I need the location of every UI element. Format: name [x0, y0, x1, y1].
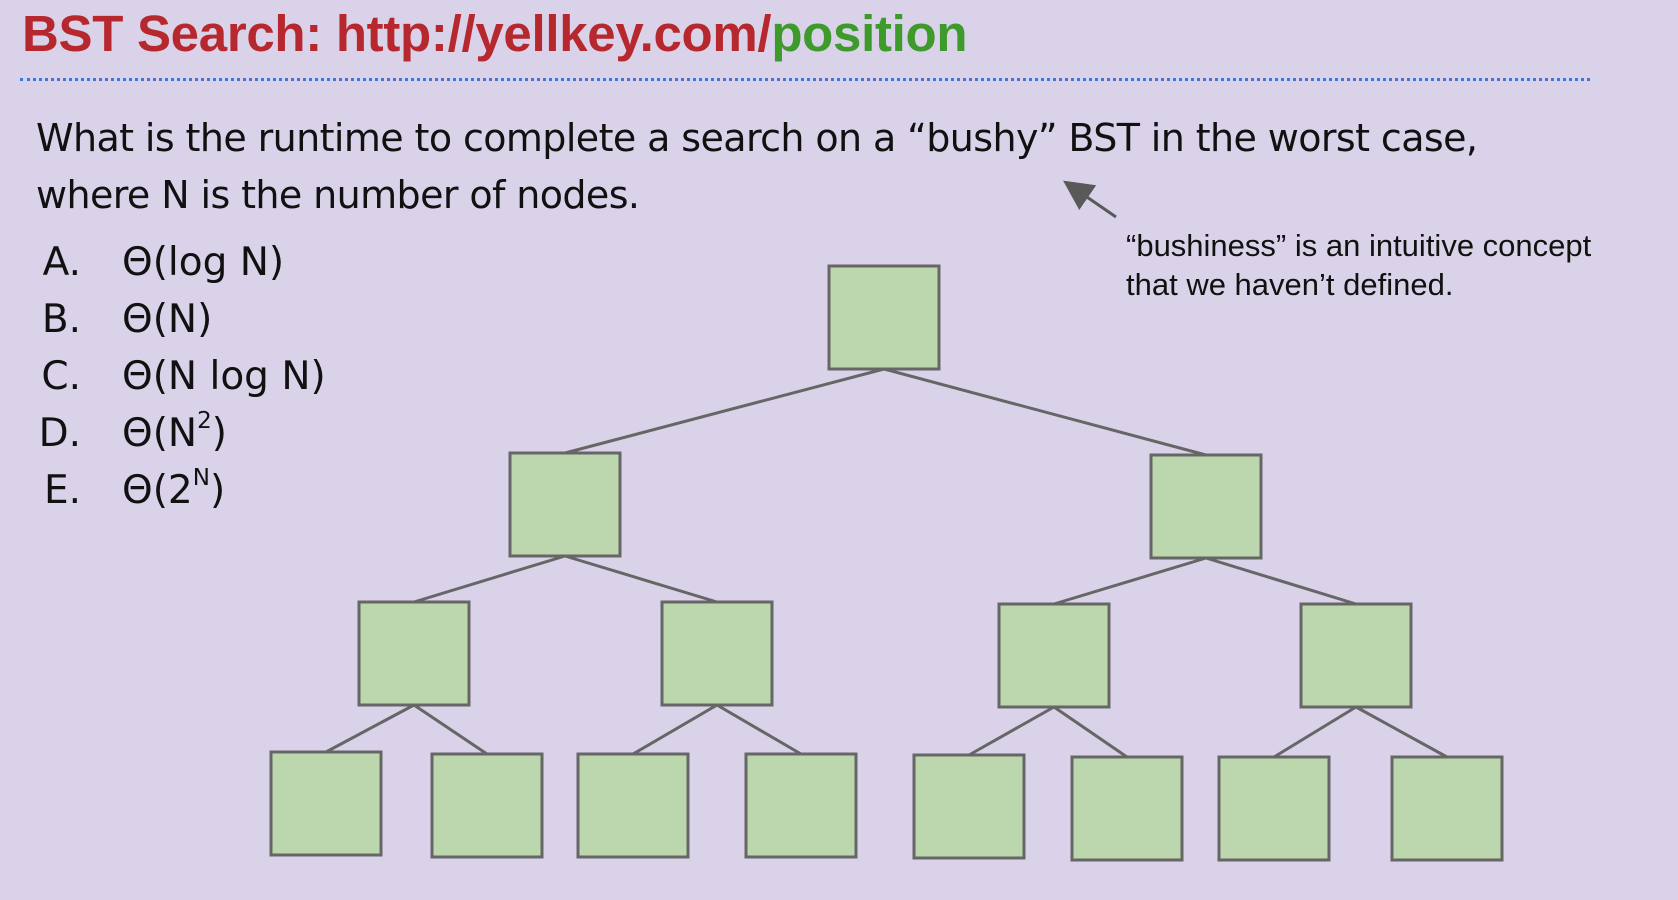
- tree-edge: [1205, 556, 1357, 606]
- tree-node: [357, 600, 471, 707]
- tree-edge: [413, 703, 488, 756]
- expression-tail: ): [211, 411, 227, 456]
- tree-node: [576, 752, 690, 859]
- expression-exponent: 2: [197, 408, 212, 434]
- tree-node: [508, 451, 622, 558]
- tree-edge: [413, 554, 566, 604]
- tree-edge: [968, 705, 1055, 757]
- choice-letter: A.: [42, 240, 81, 285]
- slide-title: BST Search: http://yellkey.com/position: [22, 4, 968, 64]
- choice-expression: Θ(N2): [122, 408, 227, 456]
- question-line-2: where N is the number of nodes.: [36, 173, 640, 217]
- choice-letter: B.: [41, 297, 81, 342]
- title-keyword: position: [771, 5, 968, 62]
- expression-tail: ): [209, 468, 226, 513]
- bushiness-note: “bushiness” is an intuitive concept that…: [1126, 226, 1591, 304]
- tree-edge: [564, 554, 718, 604]
- tree-edge: [883, 367, 1207, 457]
- tree-nodes: [269, 264, 1504, 862]
- expression-base: Θ(N: [122, 411, 198, 456]
- question-text: What is the runtime to complete a search…: [36, 110, 1478, 224]
- tree-edge: [325, 703, 415, 754]
- tree-node: [1390, 755, 1504, 862]
- question-line-1: What is the runtime to complete a search…: [36, 116, 1478, 160]
- tree-node: [269, 750, 383, 857]
- tree-node: [1299, 602, 1413, 709]
- tree-edge: [564, 367, 885, 455]
- choice-letter: D.: [38, 411, 81, 456]
- tree-node: [744, 752, 858, 859]
- tree-node: [1217, 755, 1331, 862]
- tree-node: [827, 264, 941, 371]
- note-line-1: “bushiness” is an intuitive concept: [1126, 228, 1592, 263]
- expression-exponent: N: [192, 465, 210, 491]
- note-arrow: [1063, 180, 1117, 219]
- expression-base: Θ(2: [122, 468, 193, 513]
- tree-edge: [716, 703, 802, 756]
- tree-edge: [632, 703, 718, 756]
- title-prefix: BST Search: http://yellkey.com/: [22, 5, 772, 62]
- tree-node: [660, 600, 774, 707]
- tree-node: [1070, 755, 1184, 862]
- tree-edges: [325, 367, 1448, 759]
- tree-edge: [1053, 705, 1128, 759]
- choice-expression: Θ(2N): [122, 465, 226, 513]
- note-line-2: that we haven’t defined.: [1126, 267, 1454, 302]
- tree-edge: [1053, 556, 1207, 606]
- choice-expression: Θ(log N): [122, 240, 285, 285]
- title-divider: [20, 78, 1590, 81]
- tree-edge: [1273, 705, 1357, 759]
- tree-node: [912, 753, 1026, 860]
- tree-edge: [1355, 705, 1448, 759]
- choice-letter: E.: [43, 468, 81, 513]
- tree-node: [1149, 453, 1263, 560]
- tree-node: [430, 752, 544, 859]
- tree-node: [997, 602, 1111, 709]
- choice-letter: C.: [41, 354, 81, 399]
- choice-expression: Θ(N): [122, 297, 213, 342]
- choice-expression: Θ(N log N): [122, 354, 326, 399]
